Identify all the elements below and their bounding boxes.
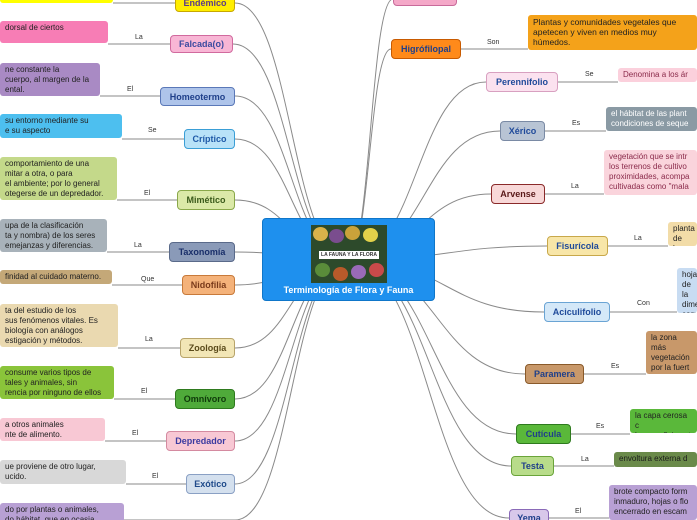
connector-yema: El bbox=[575, 508, 582, 515]
connector-higrofilopal: Son bbox=[487, 39, 500, 46]
node-omnivoro[interactable]: Omnívoro bbox=[175, 389, 235, 409]
node-falcada[interactable]: Falcada(o) bbox=[170, 35, 233, 53]
desc-arvense: vegetación que se intr los terrenos de c… bbox=[604, 150, 697, 195]
node-higrofilopal[interactable]: Higrófilopal bbox=[391, 39, 461, 59]
connector-fisuricola: La bbox=[634, 235, 642, 242]
desc-depredador: a otros animales nte de alimento. bbox=[0, 418, 105, 441]
desc-exotico: ue proviene de otro lugar, ucido. bbox=[0, 460, 126, 484]
desc-xerico: el hábitat de las plant condiciones de s… bbox=[606, 107, 697, 131]
connector-testa: La bbox=[581, 456, 589, 463]
node-aciculifolio[interactable]: Aciculifolio bbox=[544, 302, 610, 322]
desc-endemico bbox=[0, 0, 113, 3]
desc-higrofilopal: Plantas y comunidades vegetales que apet… bbox=[528, 15, 697, 50]
desc-zoologia: ta del estudio de los sus fenómenos vita… bbox=[0, 304, 118, 347]
desc-aciculifolio: hoja de la dime com bbox=[677, 268, 697, 313]
node-cuticula[interactable]: Cutícula bbox=[516, 424, 571, 444]
desc-taxonomia: upa de la clasificación ta y nombra) de … bbox=[0, 219, 107, 252]
connector-paramera: Es bbox=[611, 363, 620, 370]
connector-exotico: El bbox=[152, 473, 159, 480]
node-mimetico[interactable]: Mimético bbox=[177, 190, 235, 210]
desc-bottom-left: do por plantas o animales, do hábitat, q… bbox=[0, 503, 124, 520]
desc-fisuricola: planta de las bbox=[668, 222, 697, 246]
desc-cuticula: la capa cerosa c la superficie ext bbox=[630, 409, 697, 433]
connector-omnivoro: El bbox=[141, 388, 148, 395]
node-yema[interactable]: Yema bbox=[509, 509, 549, 520]
connector-falcada: La bbox=[135, 34, 143, 41]
desc-paramera: la zona más vegetación por la fuert ambi… bbox=[646, 331, 697, 374]
node-xerico[interactable]: Xérico bbox=[500, 121, 545, 141]
connector-homeotermo: El bbox=[127, 86, 134, 93]
connector-depredador: El bbox=[132, 430, 139, 437]
desc-nidofilia: finidad al cuidado materno. bbox=[0, 270, 112, 284]
desc-perennifolio: Denomina a los ár bbox=[618, 68, 697, 82]
connector-xerico: Es bbox=[572, 120, 581, 127]
desc-yema: brote compacto form inmaduro, hojas o fl… bbox=[609, 485, 697, 520]
node-paramera[interactable]: Paramera bbox=[525, 364, 584, 384]
node-top-right[interactable] bbox=[393, 0, 457, 6]
connector-aciculifolio: Con bbox=[637, 300, 650, 307]
connector-criptico: Se bbox=[148, 127, 157, 134]
central-topic[interactable]: LA FAUNA Y LA FLORA Terminología de Flor… bbox=[262, 218, 435, 301]
central-topic-title: Terminología de Flora y Fauna bbox=[283, 285, 414, 295]
image-caption: LA FAUNA Y LA FLORA bbox=[319, 251, 379, 259]
node-depredador[interactable]: Depredador bbox=[166, 431, 235, 451]
node-taxonomia[interactable]: Taxonomía bbox=[169, 242, 235, 262]
desc-falcada: dorsal de ciertos bbox=[0, 21, 108, 43]
node-fisuricola[interactable]: Fisurícola bbox=[547, 236, 608, 256]
desc-testa: envoltura externa d bbox=[614, 452, 697, 467]
desc-homeotermo: ne constante la cuerpo, al margen de la … bbox=[0, 63, 100, 96]
node-arvense[interactable]: Arvense bbox=[491, 184, 545, 204]
connector-zoologia: La bbox=[145, 336, 153, 343]
connector-perennifolio: Se bbox=[585, 71, 594, 78]
node-criptico[interactable]: Críptico bbox=[184, 129, 235, 149]
node-perennifolio[interactable]: Perennifolio bbox=[486, 72, 558, 92]
desc-mimetico: comportamiento de una mitar a otra, o pa… bbox=[0, 157, 117, 200]
flora-fauna-image: LA FAUNA Y LA FLORA bbox=[311, 225, 387, 283]
desc-omnivoro: consume varios tipos de tales y animales… bbox=[0, 366, 114, 399]
node-zoologia[interactable]: Zoología bbox=[180, 338, 235, 358]
node-exotico[interactable]: Exótico bbox=[186, 474, 235, 494]
node-nidofilia[interactable]: Nidofilia bbox=[182, 275, 235, 295]
node-testa[interactable]: Testa bbox=[511, 456, 554, 476]
connector-taxonomia: La bbox=[134, 242, 142, 249]
node-homeotermo[interactable]: Homeotermo bbox=[160, 87, 235, 106]
connector-arvense: La bbox=[571, 183, 579, 190]
node-endemico[interactable]: Endémico bbox=[175, 0, 235, 12]
connector-mimetico: El bbox=[144, 190, 151, 197]
desc-criptico: su entorno mediante su e su aspecto bbox=[0, 114, 122, 138]
connector-nidofilia: Que bbox=[141, 276, 155, 283]
connector-cuticula: Es bbox=[596, 423, 605, 430]
